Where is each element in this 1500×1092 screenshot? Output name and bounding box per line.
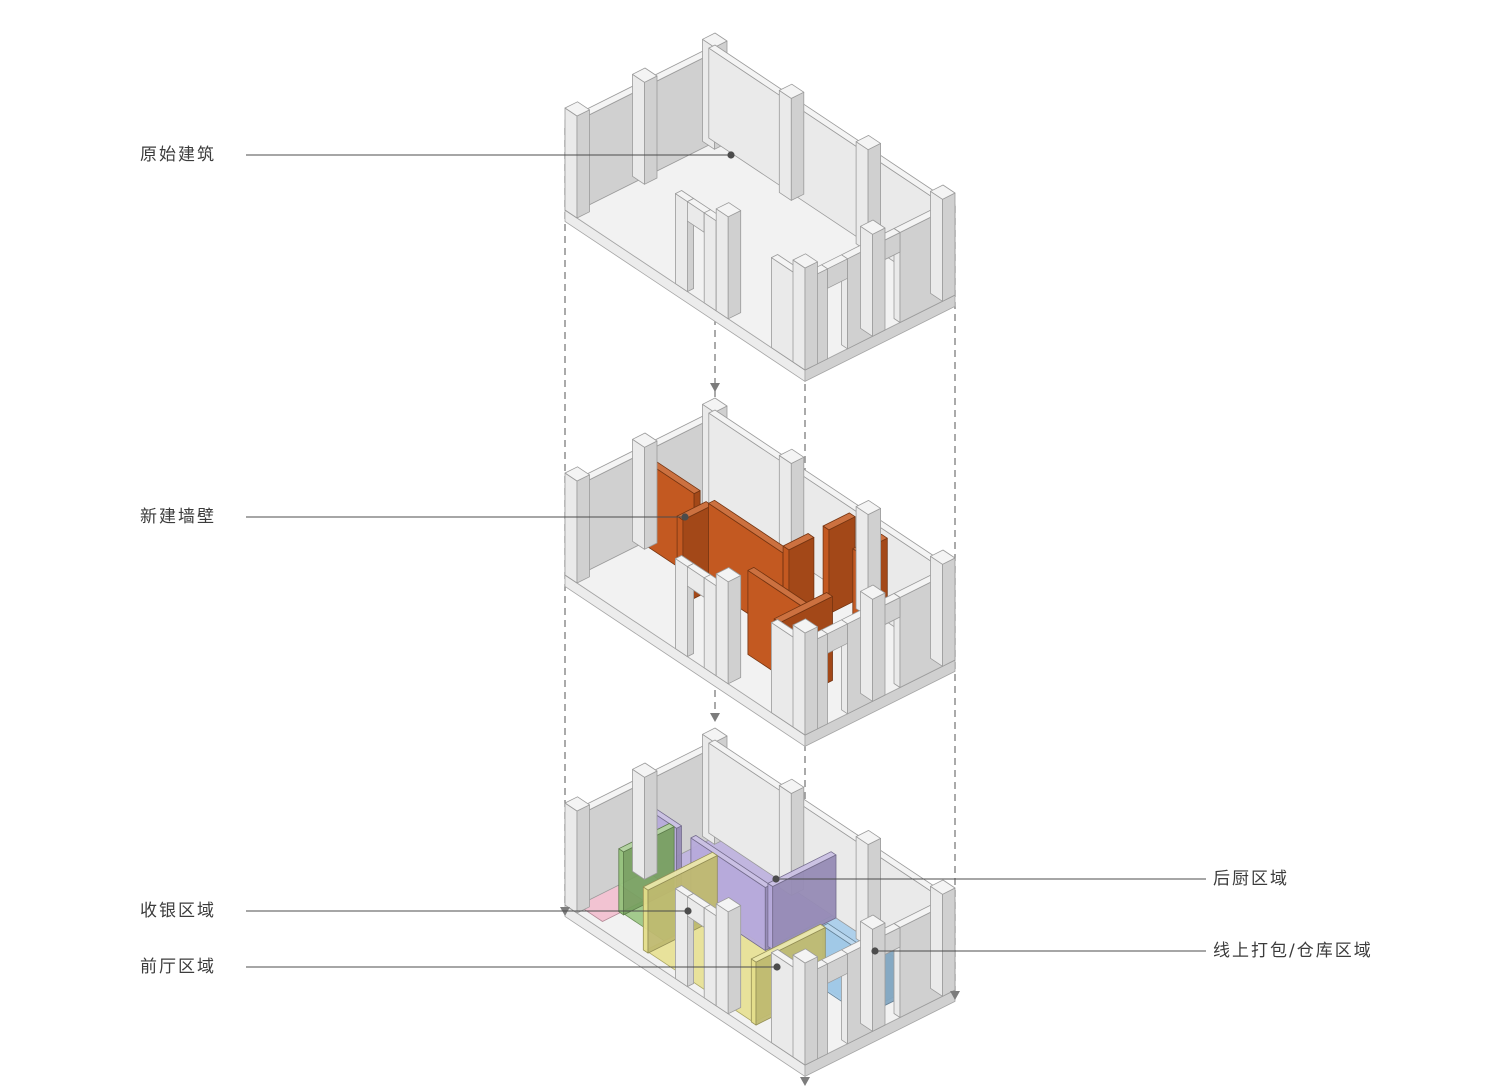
column — [872, 227, 886, 337]
column — [930, 190, 943, 302]
column — [860, 219, 886, 235]
column — [860, 920, 873, 1032]
leader-dot — [772, 875, 780, 883]
label-new-walls: 新建墙壁 — [140, 507, 216, 527]
column — [804, 261, 818, 371]
wall-front-left — [703, 907, 717, 1007]
column — [715, 202, 742, 218]
column — [930, 885, 943, 997]
zone-wall — [642, 851, 718, 891]
level-original-building — [564, 32, 956, 382]
zone-wall — [642, 886, 649, 954]
level-functional-zones — [564, 727, 956, 1077]
leader-dot — [727, 151, 735, 159]
column — [778, 83, 805, 99]
column — [576, 804, 590, 914]
column — [632, 73, 645, 185]
new-wall — [822, 512, 856, 531]
zone-wall — [750, 923, 826, 963]
new-wall — [782, 533, 815, 551]
label-cashier-area: 收银区域 — [140, 901, 216, 921]
leader-dot — [681, 513, 689, 521]
column — [644, 75, 658, 185]
column — [855, 499, 881, 515]
label-kitchen-area: 后厨区域 — [1213, 869, 1289, 889]
column — [632, 432, 658, 448]
leader-dot — [684, 907, 692, 915]
column — [564, 796, 590, 812]
column — [715, 567, 742, 583]
column — [872, 592, 886, 702]
column — [804, 956, 818, 1066]
leader-dot — [773, 963, 781, 971]
column — [804, 626, 818, 736]
column — [790, 91, 805, 201]
column — [632, 438, 645, 550]
column — [576, 109, 590, 219]
column — [632, 762, 658, 778]
column — [792, 618, 818, 634]
column — [942, 887, 956, 997]
arrow-down-icon — [800, 1077, 810, 1086]
column — [860, 914, 886, 930]
column — [860, 590, 873, 702]
column — [644, 770, 658, 880]
column — [930, 549, 956, 565]
column — [727, 575, 742, 685]
column — [727, 210, 742, 320]
column — [855, 134, 881, 151]
arrow-down-icon — [710, 713, 720, 722]
column — [564, 802, 578, 914]
column — [930, 555, 943, 667]
column — [715, 897, 742, 913]
label-front-hall-area: 前厅区域 — [140, 957, 216, 977]
column — [564, 466, 590, 482]
zone-wall — [750, 958, 757, 1026]
column — [792, 624, 806, 736]
column — [564, 472, 578, 584]
wall-front-left — [675, 558, 688, 657]
label-packing-warehouse-area: 线上打包/仓库区域 — [1213, 941, 1373, 961]
column — [778, 448, 805, 464]
wall-front-left — [675, 888, 688, 987]
zone-wall — [767, 883, 774, 950]
column — [778, 90, 792, 201]
label-original-building: 原始建筑 — [140, 145, 216, 165]
column — [576, 474, 590, 584]
arrow-down-icon — [950, 991, 960, 1000]
zone-wall — [690, 835, 771, 888]
column — [855, 830, 881, 845]
zone-wall — [767, 851, 837, 887]
arrow-down-icon — [710, 383, 720, 392]
column — [644, 440, 658, 550]
wall-front-left — [703, 212, 717, 312]
column — [860, 584, 886, 600]
column — [715, 573, 729, 685]
column — [792, 954, 806, 1066]
column — [778, 778, 805, 794]
column — [930, 879, 956, 895]
column — [564, 101, 590, 117]
column — [872, 922, 886, 1032]
leader-dot — [871, 947, 879, 955]
column — [792, 259, 806, 371]
column — [930, 184, 956, 200]
wall-front-left — [675, 193, 688, 293]
column — [792, 253, 818, 269]
column — [632, 768, 645, 880]
column — [715, 208, 729, 320]
column — [942, 557, 956, 667]
column — [564, 107, 578, 219]
wall-front-left — [703, 577, 717, 677]
column — [860, 225, 873, 337]
zone-wall — [618, 848, 624, 916]
column — [942, 192, 956, 302]
leader-lines — [246, 151, 1206, 971]
level-new-walls — [564, 397, 956, 747]
column — [792, 948, 818, 964]
column — [715, 903, 729, 1015]
column — [727, 905, 742, 1015]
column — [632, 67, 658, 83]
